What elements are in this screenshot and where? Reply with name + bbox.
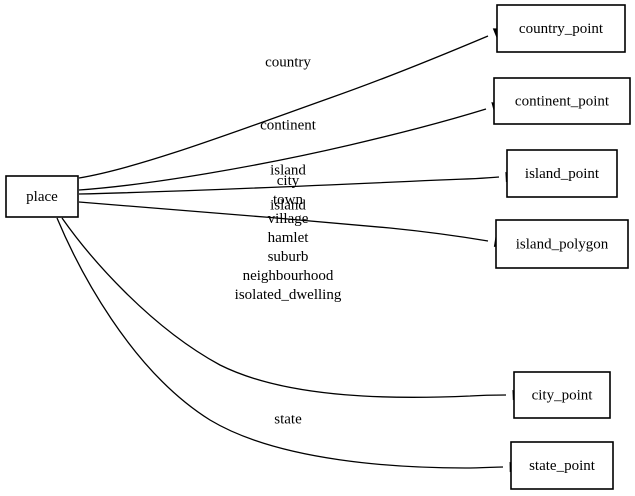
edge-line (61, 217, 507, 398)
edge-label-line: suburb (268, 249, 309, 265)
node-label: country_point (519, 21, 604, 37)
node-city_point[interactable]: city_point (513, 371, 611, 419)
edge-label-place-to-state_point: state (274, 411, 302, 427)
node-place[interactable]: place (5, 175, 79, 218)
edge-label-place-to-island_point: island (270, 162, 306, 178)
node-box[interactable] (510, 441, 614, 490)
node-island_polygon[interactable]: island_polygon (495, 219, 629, 269)
edge-label-line: isolated_dwelling (235, 287, 342, 303)
edge-line (78, 108, 487, 191)
edge-line (78, 176, 500, 195)
node-box[interactable] (495, 219, 629, 269)
nodes-layer: place country_point continent_point island_… (5, 4, 631, 490)
node-box[interactable] (496, 4, 626, 53)
node-label: city_point (532, 387, 594, 403)
node-country_point[interactable]: country_point (496, 4, 626, 53)
node-label: continent_point (515, 93, 610, 109)
node-state_point[interactable]: state_point (510, 441, 614, 490)
edge-label-line: neighbourhood (243, 268, 334, 284)
node-label: state_point (529, 458, 596, 474)
node-label: island_point (525, 166, 600, 182)
node-box[interactable] (513, 371, 611, 419)
node-box[interactable] (5, 175, 79, 218)
edge-label-place-to-country_point: country (265, 54, 311, 70)
edge-label-place-to-city_point: city town village hamlet suburb neighbourhood… (235, 173, 342, 303)
edge-line (78, 35, 489, 179)
edge-line (78, 201, 489, 242)
node-label: place (26, 189, 58, 205)
node-continent_point[interactable]: continent_point (493, 77, 631, 125)
edge-label-line: town (273, 192, 304, 208)
node-label: island_polygon (516, 236, 609, 252)
edge-label-line: village (268, 211, 309, 227)
edge-label-line: hamlet (268, 230, 310, 246)
node-box[interactable] (493, 77, 631, 125)
edge-line (56, 217, 504, 469)
edge-label-place-to-island_polygon: island (270, 197, 306, 213)
edge-label-line: city (277, 173, 300, 189)
node-box[interactable] (506, 149, 618, 198)
edge-label-place-to-continent_point: continent (260, 117, 317, 133)
edge-place-to-country_point (78, 28, 507, 179)
node-island_point[interactable]: island_point (506, 149, 618, 198)
